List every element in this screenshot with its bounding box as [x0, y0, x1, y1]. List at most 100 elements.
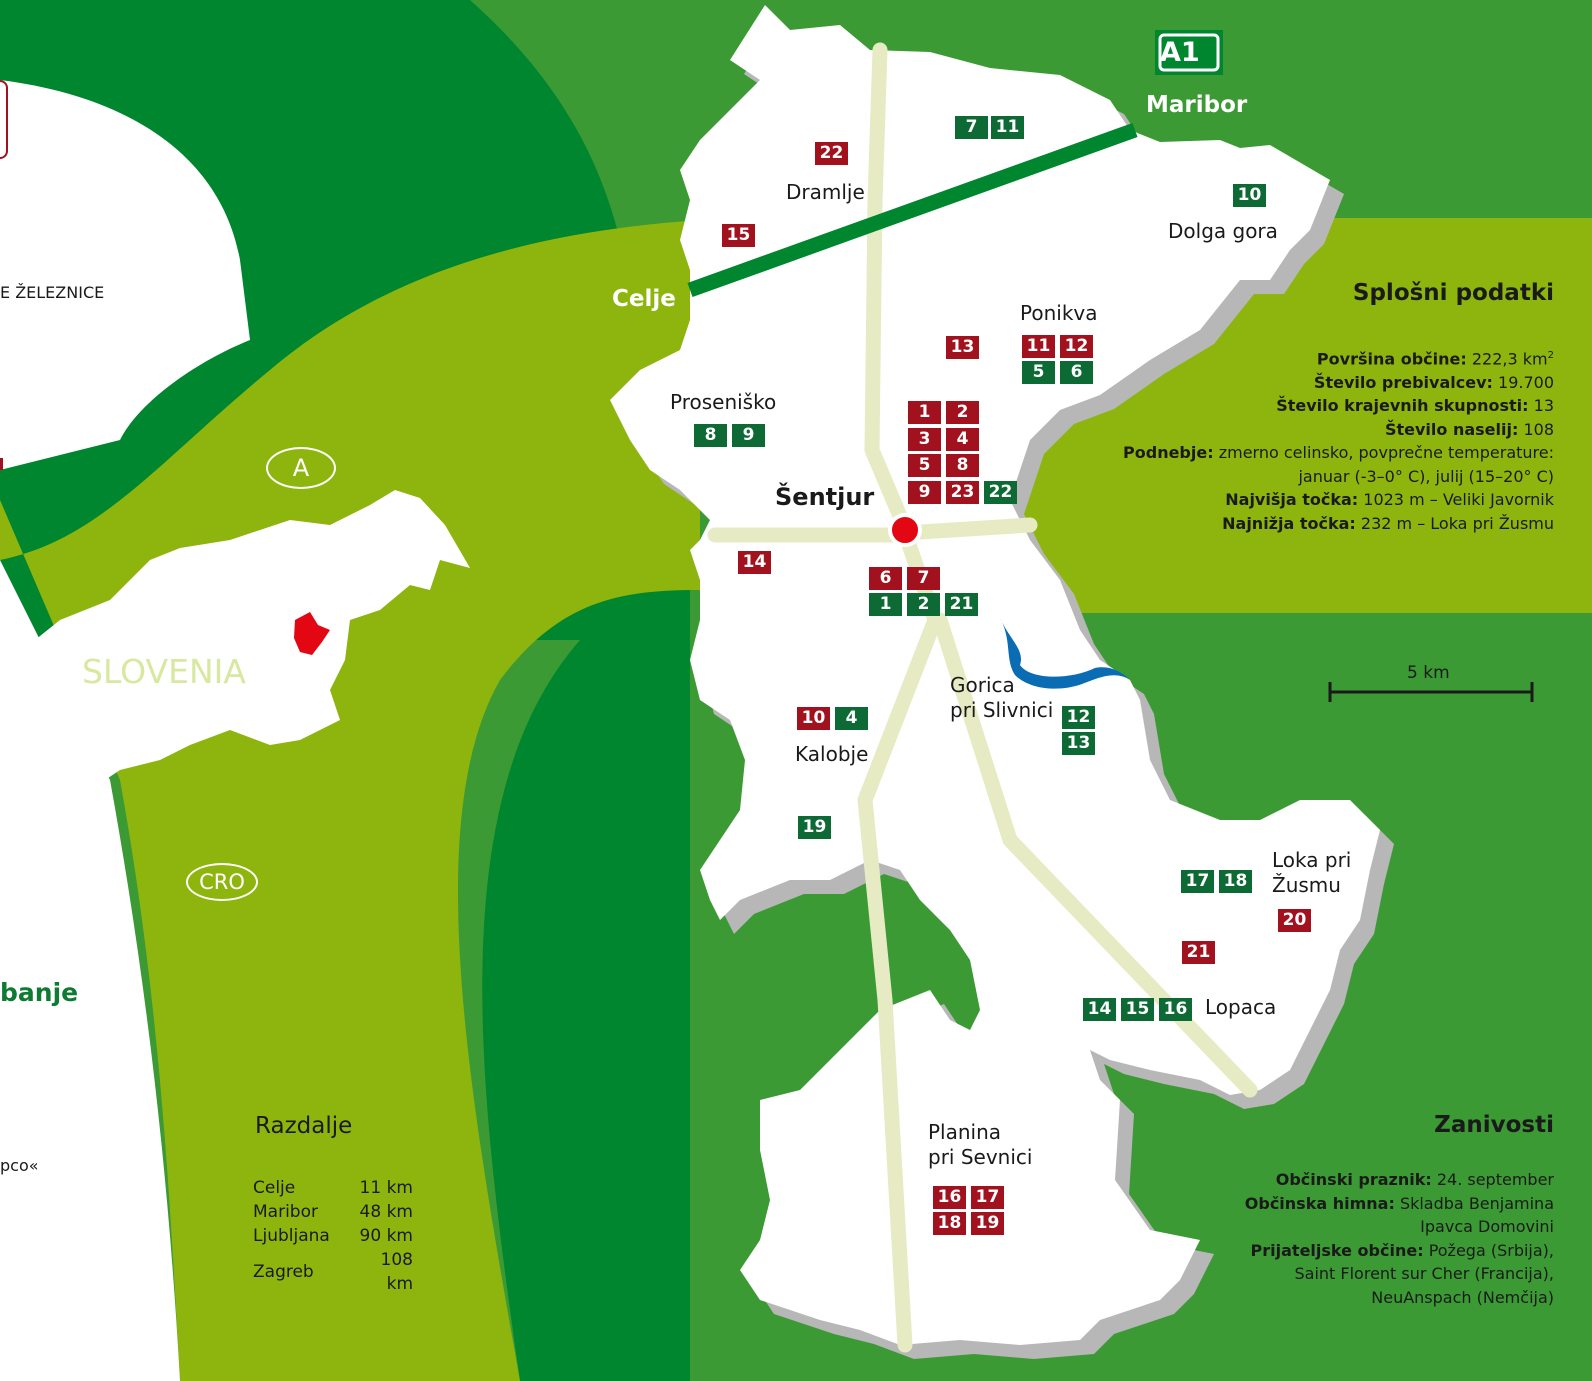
poi-badge: 15	[722, 224, 755, 247]
town-lopaca: Lopaca	[1205, 995, 1277, 1019]
friends-label: Prijateljske občine:	[1250, 1240, 1424, 1260]
a1-sign-frame	[1158, 33, 1220, 72]
distance-city: Ljubljana	[253, 1226, 330, 1246]
distance-city: Celje	[253, 1178, 296, 1198]
distance-city: Zagreb	[253, 1262, 314, 1282]
poi-badge: 23	[946, 481, 979, 504]
poi-badge: 15	[1121, 998, 1154, 1021]
poi-badge: 21	[1182, 941, 1215, 964]
interest-info: Občinski praznik: 24. september Občinska…	[1245, 1168, 1554, 1309]
town-sentjur: Šentjur	[775, 483, 875, 511]
town-planina: Planina	[928, 1120, 1002, 1144]
town-dolga-gora: Dolga gora	[1168, 219, 1278, 243]
distance-km: 90 km	[359, 1226, 413, 1246]
railway-fragment: E ŽELEZNICE	[0, 283, 105, 302]
holiday-value: 24. september	[1436, 1170, 1554, 1189]
lake	[1000, 618, 1130, 689]
poi-badge: 22	[815, 142, 848, 165]
town-prosenisko: Proseniško	[670, 390, 777, 414]
poi-badge: 16	[933, 1186, 966, 1209]
population-label: Število prebivalcev:	[1313, 372, 1493, 392]
poi-badge: 12	[1060, 335, 1093, 358]
highway-a1	[687, 122, 1138, 298]
poi-badge: 16	[1159, 998, 1192, 1021]
general-title: Splošni podatki	[1352, 280, 1554, 306]
text-fragment: рco«	[0, 1156, 39, 1175]
climate-value: zmerno celinsko, povprečne temperature:	[1218, 443, 1554, 463]
local-communities-label: Število krajevnih skupnosti:	[1276, 396, 1529, 416]
poi-badge: 18	[933, 1212, 966, 1235]
distance-km: 11 km	[359, 1178, 413, 1198]
poi-badge: 9	[908, 481, 941, 504]
settlements-value: 108	[1523, 419, 1554, 439]
town-planina-line2: pri Sevnici	[928, 1145, 1033, 1169]
poi-badge: 4	[946, 428, 979, 451]
poi-badge: 11	[991, 116, 1024, 139]
slovenia-outline	[15, 490, 470, 790]
poi-badge: 14	[1083, 998, 1116, 1021]
distance-km: 108 km	[380, 1250, 413, 1294]
climate-label: Podnebje:	[1123, 443, 1214, 463]
poi-badge: 12	[1062, 706, 1095, 729]
light-green-band	[0, 220, 700, 1381]
poi-badge: 21	[945, 593, 978, 616]
poi-badge: 3	[908, 428, 941, 451]
lowest-point-label: Najnižja točka:	[1222, 513, 1356, 533]
coat-of-arms-icon	[0, 80, 8, 159]
friends-line2: Saint Florent sur Cher (Francija),	[1294, 1264, 1555, 1283]
poi-badge: 6	[869, 567, 902, 590]
local-communities-value: 13	[1533, 396, 1554, 416]
white-panel-top	[0, 80, 250, 470]
poi-badge: 11	[1022, 335, 1055, 358]
scale-label: 5 km	[1407, 663, 1450, 683]
friends-value: Požega (Srbija),	[1428, 1240, 1554, 1260]
area-sup: 2	[1547, 350, 1554, 361]
town-ponikva: Ponikva	[1020, 301, 1098, 325]
town-loka-line2: Žusmu	[1272, 873, 1341, 897]
town-gorica-line2: pri Slivnici	[950, 698, 1054, 722]
town-loka: Loka pri	[1272, 848, 1352, 872]
area-label: Površina občine:	[1316, 349, 1467, 369]
road-south	[857, 525, 943, 1353]
poi-badge: 1	[908, 401, 941, 424]
poi-badge: 5	[908, 454, 941, 477]
distance-city: Maribor	[253, 1202, 318, 1222]
croatia-label: CRO	[186, 863, 258, 901]
highest-point-value: 1023 m – Veliki Javornik	[1363, 490, 1554, 510]
poi-badge: 20	[1278, 909, 1311, 932]
poi-badge: 7	[955, 116, 988, 139]
poi-badge: 10	[1233, 184, 1266, 207]
austria-label: A	[266, 447, 336, 489]
town-dramlje: Dramlje	[786, 180, 865, 204]
slovenia-label: SLOVENIA	[82, 652, 246, 691]
distance-row: Ljubljana 90 km	[253, 1224, 413, 1248]
anthem-line2: Ipavca Domovini	[1420, 1217, 1554, 1236]
white-panel	[0, 0, 180, 1381]
distance-row: Celje 11 km	[253, 1176, 413, 1200]
poi-badge: 13	[946, 336, 979, 359]
road-north	[864, 42, 913, 536]
poi-badge: 2	[946, 401, 979, 424]
poi-badge: 7	[907, 567, 940, 590]
poi-badge: 17	[1181, 870, 1214, 893]
poi-badge: 8	[946, 454, 979, 477]
poi-badge: 17	[971, 1186, 1004, 1209]
a1-sign-bg	[1155, 30, 1223, 75]
poi-badge: 18	[1219, 870, 1252, 893]
poi-badge: 19	[798, 816, 831, 839]
poi-badge: 8	[694, 424, 727, 447]
road-east	[897, 517, 1038, 541]
poi-badge: 19	[971, 1212, 1004, 1235]
red-mark-fragment	[0, 458, 3, 470]
population-value: 19.700	[1498, 372, 1554, 392]
interest-title: Zanivosti	[1434, 1112, 1554, 1138]
area-value: 222,3 km	[1471, 349, 1548, 369]
friends-line3: NeuAnspach (Nemčija)	[1371, 1287, 1554, 1307]
town-kalobje: Kalobje	[795, 742, 869, 766]
poi-badge: 14	[738, 551, 771, 574]
sentjur-region	[294, 612, 330, 655]
town-gorica: Gorica	[950, 673, 1015, 697]
